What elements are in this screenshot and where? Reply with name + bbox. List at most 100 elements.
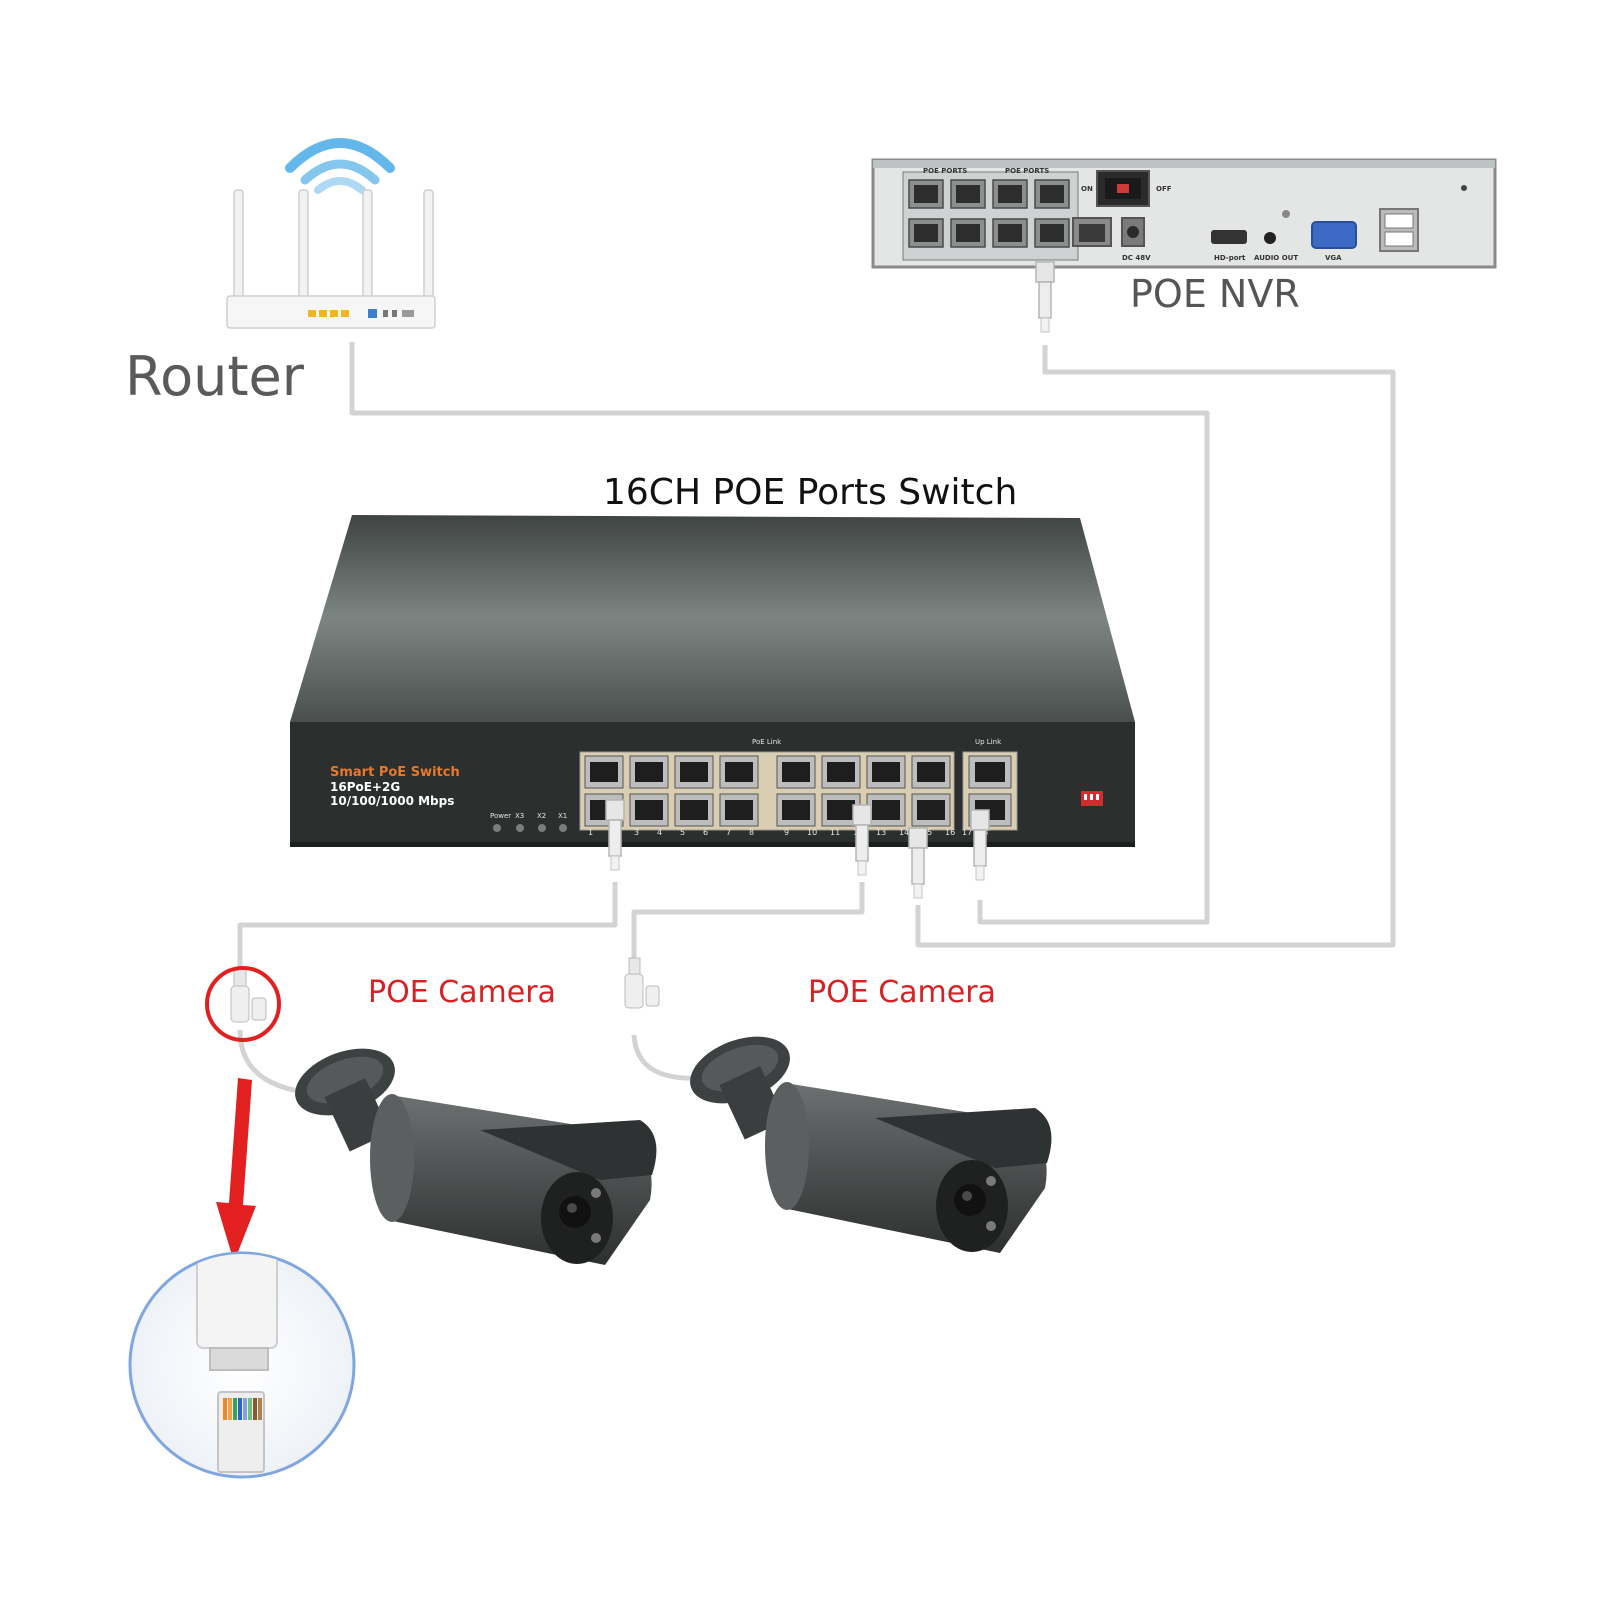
rj45-plugs — [605, 261, 1055, 899]
plug-boot — [973, 829, 987, 867]
camera-1-body — [295, 1048, 657, 1265]
switch-plug-port-1 — [605, 799, 625, 871]
switch-led-label-x1: X1 — [558, 812, 568, 820]
nvr-switch-off-label: OFF — [1156, 185, 1172, 193]
switch-plug-port-15 — [908, 827, 928, 899]
switch-speed-label: 10/100/1000 Mbps — [330, 794, 455, 808]
wifi-icon — [285, 138, 395, 194]
cable-router-to-switch-uplink — [349, 342, 1210, 925]
switch-rj45-port-socket — [827, 762, 855, 782]
switch-rj45-port-socket — [725, 762, 753, 782]
cables — [237, 342, 1396, 1095]
poe-camera-2 — [624, 957, 1052, 1253]
switch-port-number: 6 — [703, 828, 708, 837]
plug-strain — [610, 855, 620, 871]
switch-uplink-port-socket — [975, 762, 1005, 782]
switch-rj45-port-socket — [680, 762, 708, 782]
switch-status-led — [559, 824, 567, 832]
switch-brand-label: Smart PoE Switch — [330, 765, 460, 780]
switch-port-number: 7 — [726, 828, 731, 837]
poe-nvr — [871, 158, 1497, 269]
switch-top-cover — [290, 515, 1135, 722]
cable-switch-to-camera-2 — [631, 882, 865, 962]
nvr-rj45-port-socket — [956, 224, 980, 242]
switch-port-number: 14 — [899, 828, 909, 837]
nvr-rj45-port-socket — [998, 185, 1022, 203]
switch-port-number: 11 — [830, 828, 840, 837]
nvr-hdmi-port — [1211, 230, 1247, 244]
switch-port-number: 8 — [749, 828, 754, 837]
switch-port-number: 13 — [876, 828, 886, 837]
connector-zoom-inset — [128, 1251, 356, 1479]
switch-port-block — [579, 751, 955, 831]
router-antennas — [233, 189, 434, 309]
switch-port-number: 16 — [945, 828, 955, 837]
poe-switch: 123456789101112131415161718 — [290, 515, 1135, 847]
switch-rj45-port-socket — [872, 762, 900, 782]
nvr-rj45-port-socket — [914, 185, 938, 203]
switch-port-number: 10 — [807, 828, 817, 837]
camera-2-body — [690, 1036, 1052, 1253]
nvr-audio-label: AUDIO OUT — [1254, 254, 1299, 262]
plug-head — [1035, 261, 1055, 283]
switch-rj45-port-socket — [680, 800, 708, 820]
router-ports — [308, 309, 414, 318]
switch-port-number: 5 — [680, 828, 685, 837]
plug-boot — [608, 819, 622, 857]
nvr-port-group-label-1: POE PORTS — [923, 167, 968, 175]
nvr-label: POE NVR — [1130, 272, 1300, 316]
nvr-rj45-port-socket — [1040, 185, 1064, 203]
camera-1-connector-highlight — [205, 966, 281, 1042]
rj45-wire-colors — [223, 1398, 262, 1420]
camera-1-poe-connector — [230, 967, 267, 1023]
switch-rj45-port-socket — [635, 800, 663, 820]
cable-switch-to-camera-1 — [237, 882, 618, 972]
nvr-rj45-port-socket — [1040, 224, 1064, 242]
switch-rj45-port-socket — [635, 762, 663, 782]
plug-head — [605, 799, 625, 821]
switch-uplink-block — [962, 751, 1018, 831]
nvr-port-group-label-2: POE PORTS — [1005, 167, 1050, 175]
switch-port-number: 9 — [784, 828, 789, 837]
switch-poe-link-label: PoE Link — [752, 738, 782, 746]
switch-status-led — [516, 824, 524, 832]
poe-camera-1 — [205, 966, 657, 1265]
nvr-rj45-plug — [1035, 261, 1055, 333]
router — [226, 138, 436, 329]
switch-plug-uplink — [970, 809, 990, 881]
nvr-vga-port — [1311, 221, 1357, 249]
switch-rj45-port-socket — [917, 800, 945, 820]
nvr-hdmi-label: HD-port — [1214, 254, 1246, 262]
switch-title: 16CH POE Ports Switch — [603, 472, 1018, 513]
plug-boot — [911, 847, 925, 885]
nvr-rj45-port-socket — [914, 224, 938, 242]
switch-rj45-port-socket — [782, 800, 810, 820]
switch-status-led — [538, 824, 546, 832]
plug-head — [908, 827, 928, 849]
switch-rj45-port-socket — [590, 762, 618, 782]
switch-led-label-x2: X2 — [537, 812, 547, 820]
plug-strain — [857, 860, 867, 876]
nvr-dc-label: DC 48V — [1122, 254, 1151, 262]
switch-rj45-port-socket — [872, 800, 900, 820]
nvr-audio-out — [1264, 232, 1276, 244]
plug-head — [970, 809, 990, 831]
nvr-poe-ports — [902, 171, 1079, 261]
plug-strain — [913, 883, 923, 899]
plug-strain — [1040, 317, 1050, 333]
nvr-vga-label: VGA — [1325, 254, 1342, 262]
switch-port-number: 17 — [962, 828, 972, 837]
switch-uplink-label: Up Link — [975, 738, 1002, 746]
switch-rj45-port-socket — [782, 762, 810, 782]
switch-port-number: 4 — [657, 828, 662, 837]
switch-status-led — [493, 824, 501, 832]
switch-dip-switch — [1081, 791, 1103, 806]
switch-led-label-x3: X3 — [515, 812, 525, 820]
camera-2-poe-connector — [624, 957, 660, 1009]
switch-port-number: 1 — [588, 828, 593, 837]
switch-led-label-power: Power — [490, 812, 512, 820]
camera-2-tail-cable — [631, 1034, 701, 1081]
nvr-switch-on-label: ON — [1081, 185, 1093, 193]
switch-rj45-port-socket — [725, 800, 753, 820]
